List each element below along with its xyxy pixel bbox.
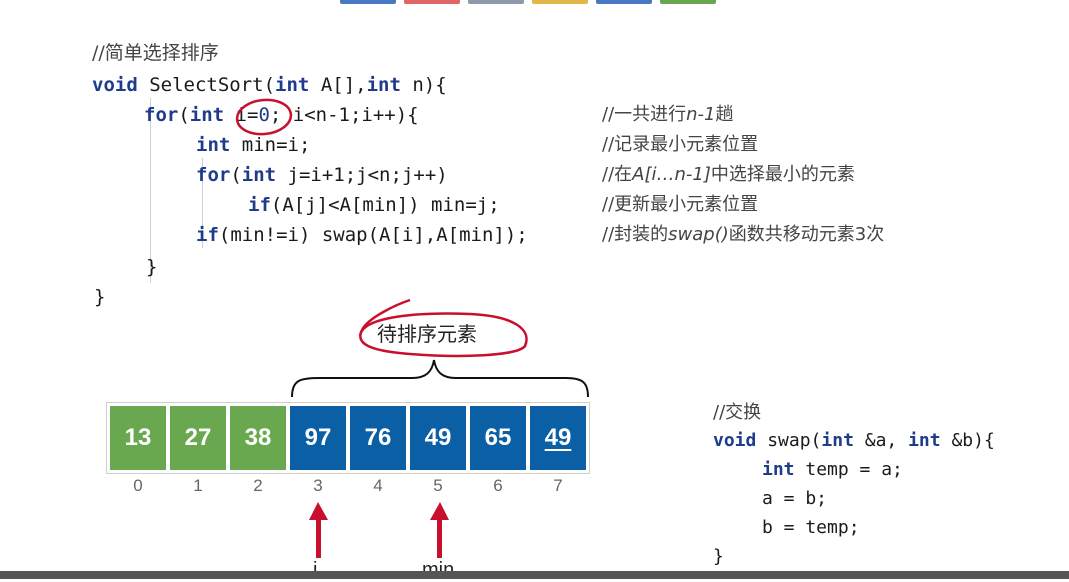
swap-line-5: } — [713, 546, 724, 567]
c: 中选择最小的元素 — [710, 164, 855, 185]
arrow-i-head — [309, 502, 328, 520]
txt: ( — [178, 104, 190, 126]
kw: int — [241, 164, 277, 186]
c: //在 — [602, 164, 633, 185]
txt: (A[j]<A[min]) min=j; — [270, 194, 500, 216]
comment-line-5: //更新最小元素位置 — [602, 194, 759, 215]
arrow-min-head — [430, 502, 449, 520]
txt: n){ — [400, 74, 447, 96]
code-line-4: for(int j=i+1;j<n;j++) — [196, 160, 448, 190]
code-line-1: void SelectSort(int A[],int n){ — [92, 70, 447, 100]
array-cell-7: 49 — [530, 406, 586, 470]
txt: ; i<n-1;i++){ — [269, 104, 419, 126]
code-line-7: } — [146, 256, 158, 278]
strip-6 — [660, 0, 716, 4]
txt: A[], — [309, 74, 367, 96]
array-cell-0: 13 — [110, 406, 166, 470]
swap-line-2: int temp = a; — [762, 455, 903, 485]
kw: void — [713, 430, 757, 451]
strip-5 — [596, 0, 652, 4]
txt: &b){ — [940, 430, 995, 451]
c-it: A[i…n-1] — [632, 164, 711, 185]
kw: int — [275, 74, 310, 96]
strip-3 — [468, 0, 524, 4]
c-it: swap() — [668, 224, 729, 245]
pointer-i-label: i — [313, 559, 318, 581]
kw: int — [366, 74, 401, 96]
arrow-i — [309, 502, 328, 558]
comment-line-2: //一共进行n-1趟 — [602, 100, 734, 130]
kw: int — [762, 459, 795, 480]
swap-line-1: void swap(int &a, int &b){ — [713, 426, 995, 456]
array-cell-5: 49 — [410, 406, 466, 470]
arrow-min-shaft — [437, 516, 442, 558]
array-cell-4: 76 — [350, 406, 406, 470]
array-index-4: 4 — [373, 476, 383, 495]
kw: int — [196, 134, 231, 156]
strip-4 — [532, 0, 588, 4]
arrow-i-shaft — [316, 516, 321, 558]
array-cell-6: 65 — [470, 406, 526, 470]
array-index-5: 5 — [433, 476, 443, 495]
indent-guide-2 — [202, 158, 203, 248]
strip-2 — [404, 0, 460, 4]
code-comment-title: //简单选择排序 — [92, 42, 219, 64]
strip-1 — [340, 0, 396, 4]
kw: if — [248, 194, 271, 216]
comment-line-4: //在A[i…n-1]中选择最小的元素 — [602, 160, 855, 190]
txt: (min!=i) swap(A[i],A[min]); — [218, 224, 528, 246]
txt: SelectSort( — [137, 74, 276, 96]
kw: int — [908, 430, 941, 451]
array-cell-2: 38 — [230, 406, 286, 470]
array-index-6: 6 — [493, 476, 503, 495]
pending-brace — [291, 359, 589, 398]
code-line-5: if(A[j]<A[min]) min=j; — [248, 190, 500, 220]
code-line-6: if(min!=i) swap(A[i],A[min]); — [196, 220, 528, 250]
txt: j=i+1;j<n;j++) — [276, 164, 448, 186]
top-color-strip — [340, 0, 716, 4]
txt: temp = a; — [794, 459, 903, 480]
txt: min=i; — [230, 134, 311, 156]
pending-elements-label: 待排序元素 — [377, 322, 477, 346]
array-index-7: 7 — [553, 476, 563, 495]
num: 0 — [258, 104, 270, 126]
code-line-8: } — [94, 286, 106, 308]
array-index-1: 1 — [193, 476, 203, 495]
c: 趟 — [715, 104, 734, 125]
video-progress-bar[interactable] — [0, 571, 1069, 579]
array-index-3: 3 — [313, 476, 323, 495]
code-line-2: for(int i=0; i<n-1;i++){ — [144, 100, 419, 130]
txt: swap( — [756, 430, 822, 451]
swap-line-3: a = b; — [762, 488, 828, 509]
txt: &a, — [853, 430, 909, 451]
kw: for — [196, 164, 231, 186]
swap-line-4: b = temp; — [762, 517, 860, 538]
arrow-min — [430, 502, 449, 558]
swap-comment: //交换 — [713, 402, 762, 423]
array-index-0: 0 — [133, 476, 143, 495]
comment-line-3: //记录最小元素位置 — [602, 134, 759, 155]
array-index-2: 2 — [253, 476, 263, 495]
c: //封装的 — [602, 224, 669, 245]
comment-line-6: //封装的swap()函数共移动元素3次 — [602, 220, 884, 250]
kw: int — [821, 430, 854, 451]
red-circle-i0 — [235, 98, 293, 136]
kw: void — [92, 74, 138, 96]
c: 函数共移动元素3次 — [728, 224, 885, 245]
array-cell-7-value: 49 — [544, 424, 572, 451]
c-it: n-1 — [686, 104, 716, 125]
c: //一共进行 — [602, 104, 687, 125]
code-line-3: int min=i; — [196, 130, 310, 160]
array-cell-3: 97 — [290, 406, 346, 470]
indent-guide-1 — [150, 98, 151, 283]
txt: ( — [230, 164, 242, 186]
kw: for — [144, 104, 179, 126]
kw: int — [189, 104, 225, 126]
array-cells: 13 27 38 97 76 49 65 49 — [106, 402, 590, 474]
kw: if — [196, 224, 219, 246]
array-cell-1: 27 — [170, 406, 226, 470]
red-circle-pending — [358, 298, 528, 358]
